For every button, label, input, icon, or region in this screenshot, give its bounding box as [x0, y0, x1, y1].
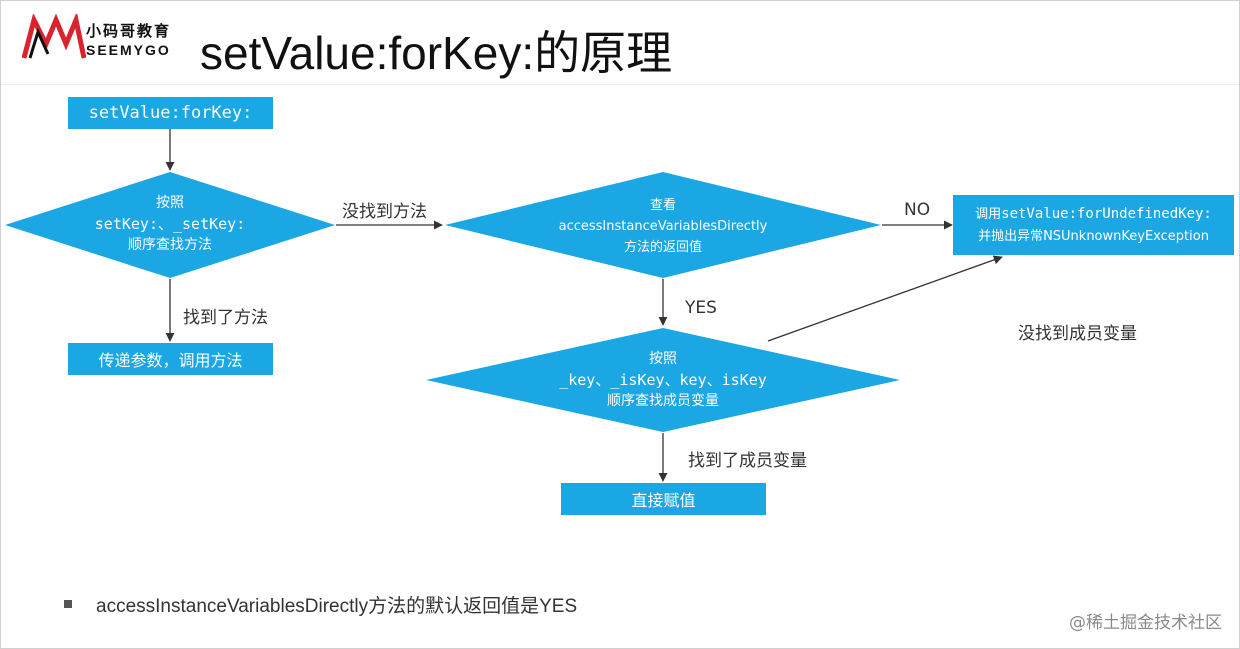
decision-find-ivar — [426, 328, 900, 432]
header-band — [1, 1, 1239, 85]
node-start: setValue:forKey: — [68, 97, 273, 129]
node-call-method: 传递参数，调用方法 — [68, 343, 273, 375]
arrow-d3-to-undefined — [767, 255, 1003, 342]
node-assign: 直接赋值 — [561, 483, 766, 515]
d2-line2: accessInstanceVariablesDirectly — [558, 219, 768, 234]
node-undefined-line2: 并抛出异常NSUnknownKeyException — [978, 228, 1209, 244]
edge-label-found-ivar: 找到了成员变量 — [688, 451, 807, 471]
logo-text-en: SEEMYGO — [86, 42, 171, 58]
d1-line1: 按照 — [156, 195, 184, 211]
d3-line2: _key、_isKey、key、isKey — [559, 371, 767, 389]
edge-label-not-found-method: 没找到方法 — [342, 202, 427, 222]
decision-find-setter — [5, 172, 335, 278]
node-undefined-key: 调用setValue:forUndefinedKey: 并抛出异常NSUnkno… — [953, 195, 1234, 255]
seemygo-logo-icon — [22, 14, 86, 59]
d1-line3: 顺序查找方法 — [128, 237, 212, 253]
d3-line1: 按照 — [649, 351, 677, 367]
undefined-code: setValue:forUndefinedKey: — [1001, 205, 1212, 222]
d3-line3: 顺序查找成员变量 — [607, 393, 719, 409]
decision-access-ivars — [445, 172, 881, 278]
d1-text: 按照 setKey:、_setKey: 顺序查找方法 — [50, 193, 290, 256]
d3-text: 按照 _key、_isKey、key、isKey 顺序查找成员变量 — [513, 349, 813, 412]
logo-text-cn: 小码哥教育 — [86, 22, 172, 40]
d2-text: 查看 accessInstanceVariablesDirectly 方法的返回… — [513, 195, 813, 258]
bullet-square-icon — [64, 600, 72, 608]
undefined-prefix: 调用 — [975, 206, 1002, 222]
node-undefined-line1: 调用setValue:forUndefinedKey: — [975, 203, 1212, 226]
edge-label-no: NO — [904, 200, 931, 220]
page-title: setValue:forKey:的原理 — [200, 27, 673, 79]
watermark: @稀土掘金技术社区 — [1069, 613, 1222, 633]
edge-label-found-method: 找到了方法 — [183, 308, 268, 328]
edge-label-not-found-ivar: 没找到成员变量 — [1018, 324, 1137, 344]
edge-label-yes: YES — [685, 298, 717, 318]
d2-line3: 方法的返回值 — [623, 240, 702, 255]
d2-line1: 查看 — [649, 198, 676, 213]
d1-line2: setKey:、_setKey: — [94, 215, 246, 233]
footer-note: accessInstanceVariablesDirectly方法的默认返回值是… — [96, 596, 578, 617]
